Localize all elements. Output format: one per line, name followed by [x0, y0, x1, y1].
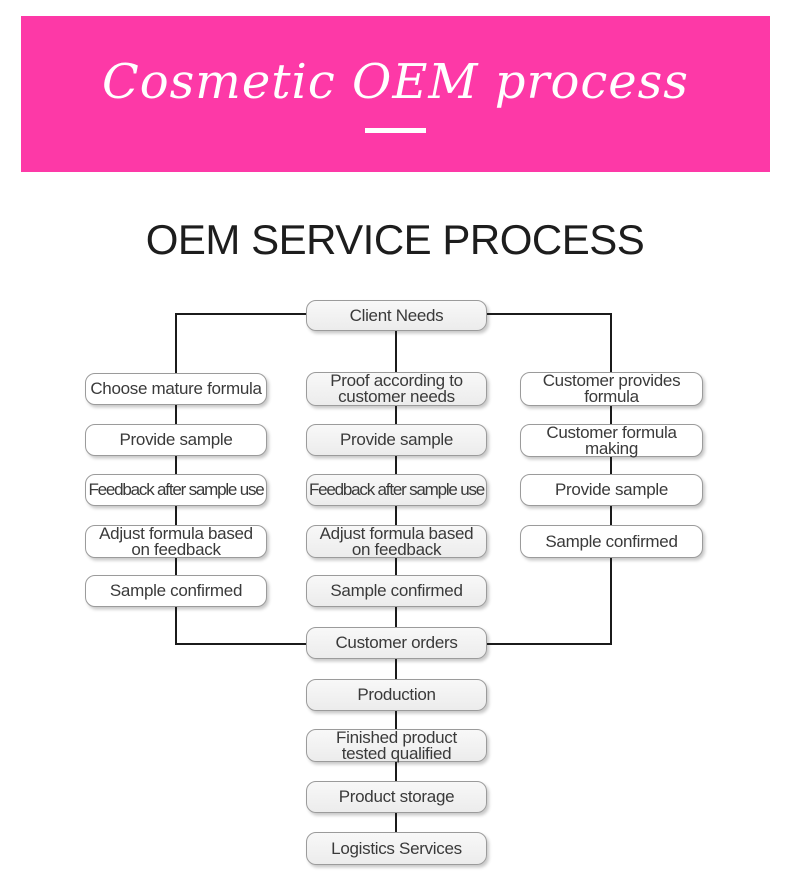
flow-node-left-provide-sample: Provide sample: [85, 424, 267, 456]
connector-line: [395, 558, 397, 575]
connector-line: [395, 711, 397, 729]
connector-line: [395, 406, 397, 424]
connector-line: [610, 506, 612, 525]
flow-node-left-adjust-formula: Adjust formula based on feedback: [85, 525, 267, 558]
connector-line: [610, 457, 612, 474]
flow-node-right-sample-confirmed: Sample confirmed: [520, 525, 703, 558]
section-heading: OEM SERVICE PROCESS: [145, 216, 645, 263]
connector-line: [175, 506, 177, 525]
connector-line: [175, 405, 177, 424]
flow-node-client-needs: Client Needs: [306, 300, 487, 331]
connector-line: [175, 558, 177, 575]
connector-line: [395, 659, 397, 679]
connector-line: [610, 558, 612, 645]
connector-line: [395, 456, 397, 474]
flow-node-finished-product-tested: Finished product tested qualified: [306, 729, 487, 762]
connector-line: [395, 506, 397, 525]
connector-line: [175, 643, 306, 645]
flow-node-right-customer-provides-formula: Customer provides formula: [520, 372, 703, 406]
connector-line: [610, 313, 612, 372]
connector-line: [175, 456, 177, 474]
banner-underline-dash: [365, 128, 426, 133]
flow-node-product-storage: Product storage: [306, 781, 487, 813]
connector-line: [175, 313, 177, 373]
connector-line: [487, 643, 612, 645]
connector-line: [175, 607, 177, 645]
connector-line: [610, 406, 612, 424]
flow-node-production: Production: [306, 679, 487, 711]
banner: Cosmetic OEM process: [21, 16, 770, 172]
connector-line: [175, 313, 306, 315]
flow-node-middle-adjust-formula: Adjust formula based on feedback: [306, 525, 487, 558]
flow-node-left-feedback-after-sample-use: Feedback after sample use: [85, 474, 267, 506]
flow-node-middle-feedback-after-sample-use: Feedback after sample use: [306, 474, 487, 506]
flow-node-logistics-services: Logistics Services: [306, 832, 487, 865]
flow-node-right-provide-sample: Provide sample: [520, 474, 703, 506]
connector-line: [395, 331, 397, 372]
flow-node-middle-proof-according: Proof according to customer needs: [306, 372, 487, 406]
connector-line: [395, 813, 397, 832]
flow-node-left-sample-confirmed: Sample confirmed: [85, 575, 267, 607]
connector-line: [395, 762, 397, 781]
connector-line: [487, 313, 612, 315]
flow-node-right-customer-formula-making: Customer formula making: [520, 424, 703, 457]
banner-title: Cosmetic OEM process: [102, 54, 689, 110]
flow-node-customer-orders: Customer orders: [306, 627, 487, 659]
connector-line: [395, 607, 397, 627]
flow-node-left-choose-mature-formula: Choose mature formula: [85, 373, 267, 405]
flow-node-middle-sample-confirmed: Sample confirmed: [306, 575, 487, 607]
flow-node-middle-provide-sample: Provide sample: [306, 424, 487, 456]
